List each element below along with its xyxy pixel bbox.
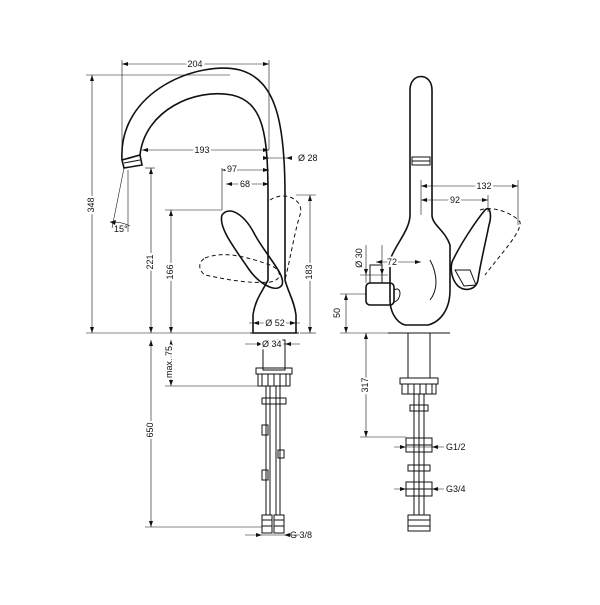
spout-outline-outer	[121, 67, 286, 196]
dim-204: 204	[187, 59, 202, 69]
dim-92: 92	[450, 195, 460, 205]
dim-650: 650	[145, 422, 155, 437]
dim-g34: G3/4	[446, 484, 466, 494]
dim-dia52: Ø 52	[265, 318, 285, 328]
right-view: 132 92 Ø 30 72 50 317	[332, 75, 521, 532]
dim-221: 221	[145, 254, 155, 269]
dim-72: 72	[387, 257, 397, 267]
dim-dia34: Ø 34	[262, 339, 282, 349]
hose-nut-right	[273, 514, 285, 534]
dim-g38: G 3/8	[290, 530, 312, 540]
dim-15deg: 15°	[114, 224, 128, 234]
mounting-shank	[262, 339, 286, 371]
front-hose-nut	[407, 514, 431, 532]
dim-dia28: Ø 28	[298, 153, 318, 163]
dim-317: 317	[360, 377, 370, 392]
dim-348: 348	[86, 197, 96, 212]
dim-50: 50	[332, 308, 342, 318]
dim-97: 97	[227, 164, 237, 174]
lever-front	[450, 207, 492, 291]
spout-outline-inner	[139, 93, 269, 196]
dim-dia30: Ø 30	[354, 248, 364, 268]
spout-column	[389, 75, 451, 326]
dim-166: 166	[165, 264, 175, 279]
dim-193: 193	[194, 145, 209, 155]
front-shank	[407, 332, 431, 379]
spout-tip	[121, 153, 143, 169]
left-view: 204 193 Ø 28 97 68 348 15°	[84, 57, 318, 540]
lever-front-alt-position	[479, 208, 521, 276]
lever-handle	[220, 210, 284, 290]
dim-183: 183	[304, 264, 314, 279]
hose-nut-left	[261, 514, 273, 534]
dim-g12: G1/2	[446, 442, 466, 452]
side-knob-stem	[369, 264, 383, 284]
lever-alt-position-1	[269, 195, 302, 281]
dim-max75: max. 75	[164, 346, 174, 378]
dim-68: 68	[240, 179, 250, 189]
dim-132: 132	[476, 181, 491, 191]
lever-alt-position-2	[199, 254, 280, 283]
